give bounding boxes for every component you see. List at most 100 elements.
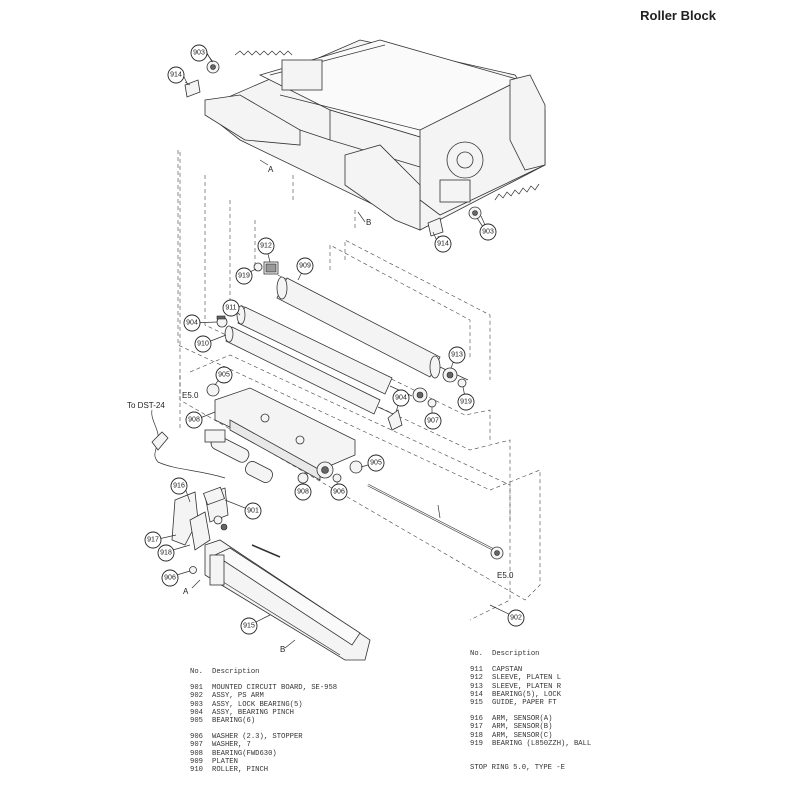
svg-text:918: 918 [160, 550, 172, 557]
washer-7 [427, 398, 437, 408]
svg-text:904: 904 [395, 395, 407, 402]
callout-906-right: 906 [330, 483, 348, 501]
sensor-shaft [251, 544, 281, 558]
washer-stopper-small [189, 566, 197, 574]
lock-bearing-part-top [206, 53, 220, 74]
callout-905-right: 905 [367, 454, 385, 472]
callout-903-top: 903 [190, 44, 208, 62]
pinch-roller [224, 325, 394, 415]
callout-913: 913 [448, 346, 466, 364]
callout-915: 915 [240, 617, 258, 635]
svg-text:901: 901 [247, 508, 259, 515]
washer-stopper-part [332, 473, 342, 483]
callout-908-left: 908 [185, 411, 203, 429]
svg-text:917: 917 [147, 537, 159, 544]
callout-917: 917 [144, 531, 162, 549]
svg-text:904: 904 [186, 320, 198, 327]
svg-text:905: 905 [370, 460, 382, 467]
spring-top-left [234, 50, 293, 56]
platen-sleeve-right [442, 367, 458, 383]
svg-text:912: 912 [260, 243, 272, 250]
ref-b-top: B [366, 218, 371, 227]
sensor-rollers [204, 429, 273, 483]
svg-text:915: 915 [243, 623, 255, 630]
callout-901: 901 [244, 502, 262, 520]
legend-footer-stop-ring: STOP RING 5.0, TYPE -E [470, 764, 565, 773]
callout-905-left: 905 [215, 366, 233, 384]
sensor-cable [151, 409, 226, 479]
legend-header: No. Description [190, 668, 260, 676]
svg-text:906: 906 [164, 575, 176, 582]
platen-sleeve-left [263, 261, 279, 275]
svg-text:913: 913 [451, 352, 463, 359]
callout-916: 916 [170, 477, 188, 495]
svg-text:910: 910 [197, 341, 209, 348]
callout-914-right: 914 [434, 235, 452, 253]
svg-text:908: 908 [297, 489, 309, 496]
e50-label-left: E5.0 [182, 391, 199, 400]
callout-912: 912 [257, 237, 275, 255]
ref-a-bottom: A [183, 587, 189, 596]
chassis-frame [204, 39, 546, 231]
callout-914-top: 914 [167, 66, 185, 84]
svg-text:903: 903 [193, 50, 205, 57]
callout-911: 911 [222, 299, 240, 317]
svg-text:919: 919 [238, 273, 250, 280]
svg-text:909: 909 [299, 263, 311, 270]
callout-918: 918 [157, 544, 175, 562]
bearing-pinch-right [387, 409, 403, 431]
callout-908-bottom: 908 [294, 483, 312, 501]
page-title: Roller Block [640, 8, 716, 23]
svg-text:919: 919 [460, 399, 472, 406]
bearing-fwd630-gear [297, 461, 334, 484]
callout-919-right: 919 [457, 393, 475, 411]
callout-910: 910 [194, 335, 212, 353]
callout-904-left: 904 [183, 314, 201, 332]
callout-904-right: 904 [392, 389, 410, 407]
legend-header: No. Description [470, 650, 540, 658]
svg-text:914: 914 [437, 241, 449, 248]
to-dst-24-label: To DST-24 [127, 401, 165, 410]
ps-arm-shaft [367, 484, 504, 560]
ball-bearing-right [457, 378, 467, 388]
capstan-gear [412, 387, 428, 403]
svg-text:916: 916 [173, 483, 185, 490]
ref-a-top: A [268, 165, 274, 174]
callout-903-right: 903 [479, 223, 497, 241]
ball-bearing-left [253, 262, 263, 272]
spring-right [494, 183, 540, 201]
callout-907: 907 [424, 412, 442, 430]
sensor-block-plate [214, 387, 356, 481]
paper-guide [204, 539, 371, 661]
bearing-pinch-left [216, 315, 228, 328]
callout-906-left: 906 [161, 569, 179, 587]
callout-919-left: 919 [235, 267, 253, 285]
circuit-board [202, 486, 226, 506]
callout-909: 909 [296, 257, 314, 275]
svg-text:906: 906 [333, 489, 345, 496]
e50-label-right: E5.0 [497, 571, 514, 580]
bearing-6-right [349, 460, 363, 474]
svg-text:911: 911 [225, 305, 236, 312]
lock-bearing-part-right [468, 206, 486, 226]
svg-text:908: 908 [188, 417, 200, 424]
